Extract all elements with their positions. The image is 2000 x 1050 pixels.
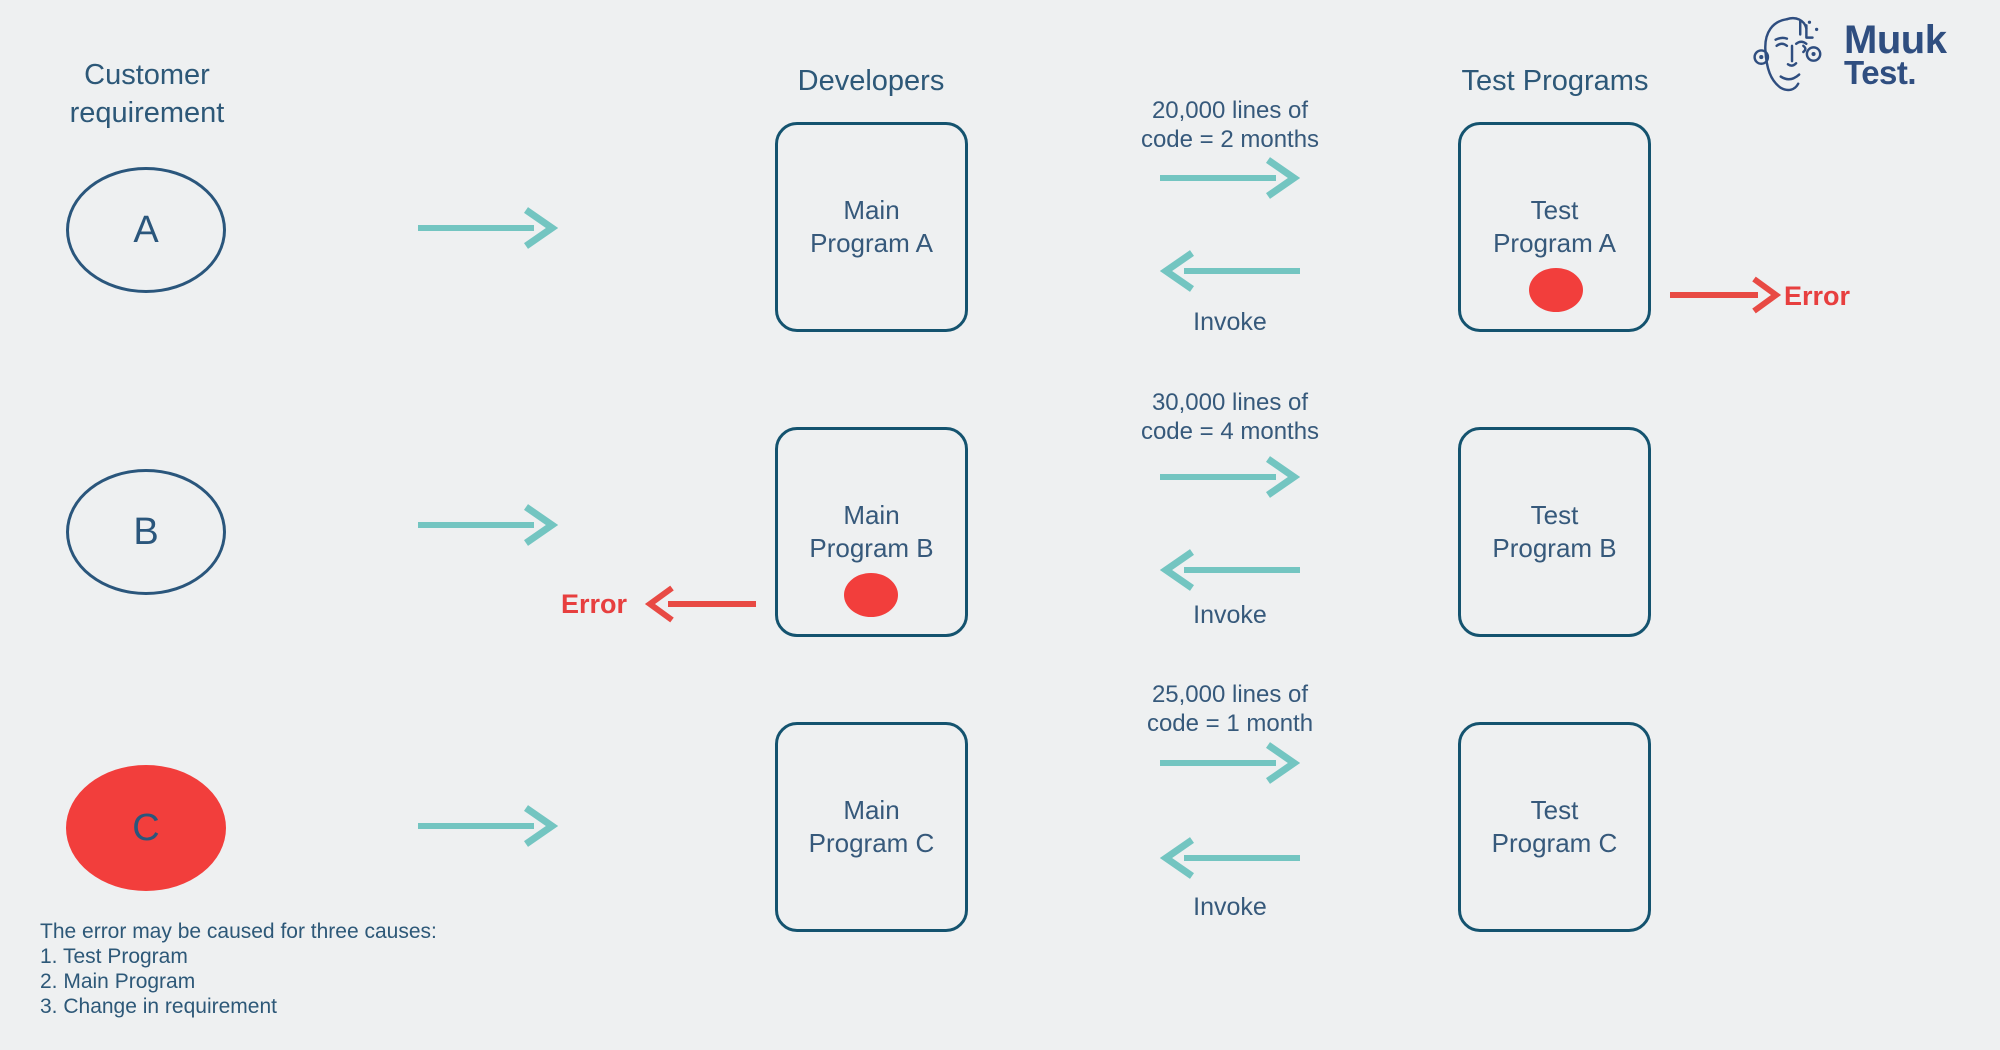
muuktest-wordmark: Muuk Test. xyxy=(1844,18,1947,91)
muuktest-face-icon xyxy=(1753,16,1822,92)
caption-row-a: 20,000 lines of code = 2 months xyxy=(1100,96,1360,154)
caption-row-c-line1: 25,000 lines of xyxy=(1151,681,1309,708)
main-program-c-line2: Program C xyxy=(808,828,935,858)
test-programs-heading: Test Programs xyxy=(1461,65,1649,97)
test-program-b-box: Test Program B xyxy=(1458,427,1651,637)
invoke-label-a: Invoke xyxy=(1193,308,1267,336)
error-causes-note: The error may be caused for three causes… xyxy=(40,919,437,1019)
error-dot-main-program-b xyxy=(844,573,898,617)
requirement-label-a: A xyxy=(133,208,159,251)
main-program-c-line1: Main xyxy=(843,795,900,825)
arrow-dev-a-to-test-icon xyxy=(1160,155,1300,201)
arrow-test-c-invoke-dev-icon xyxy=(1160,835,1300,881)
customer-requirement-heading: Customer requirement xyxy=(69,59,225,129)
test-program-a-box: Test Program A xyxy=(1458,122,1651,332)
main-program-b-line2: Program B xyxy=(809,533,934,563)
main-program-a-line2: Program A xyxy=(810,228,933,258)
note-line-1: The error may be caused for three causes… xyxy=(40,920,437,943)
logo-line1: Muuk xyxy=(1844,18,1947,62)
arrow-requirement-b-to-dev-icon xyxy=(418,502,558,548)
arrow-requirement-a-to-dev-icon xyxy=(418,205,558,251)
requirement-ellipse-c-error: C xyxy=(66,765,226,891)
caption-row-b-line2: code = 4 months xyxy=(1140,418,1320,445)
note-line-2: 1. Test Program xyxy=(40,945,188,968)
arrow-dev-b-to-test-icon xyxy=(1160,454,1300,500)
requirement-label-c: C xyxy=(132,806,160,849)
main-program-b-box: Main Program B xyxy=(775,427,968,637)
invoke-label-c: Invoke xyxy=(1193,893,1267,921)
caption-row-c-line2: code = 1 month xyxy=(1146,710,1314,737)
test-program-c-line1: Test xyxy=(1530,795,1579,825)
test-program-a-line1: Test xyxy=(1530,195,1579,225)
main-program-a-line1: Main xyxy=(843,195,900,225)
test-program-c-line2: Program C xyxy=(1491,828,1618,858)
arrow-dev-c-to-test-icon xyxy=(1160,740,1300,786)
note-line-3: 2. Main Program xyxy=(40,970,196,993)
note-line-4: 3. Change in requirement xyxy=(40,995,277,1018)
arrow-requirement-c-to-dev-icon xyxy=(418,803,558,849)
main-program-c-box: Main Program C xyxy=(775,722,968,932)
error-arrow-test-a-icon xyxy=(1670,275,1782,315)
arrow-test-a-invoke-dev-icon xyxy=(1160,248,1300,294)
error-arrow-main-b-icon xyxy=(644,584,756,624)
logo-line2: Test. xyxy=(1844,54,1917,91)
caption-row-b: 30,000 lines of code = 4 months xyxy=(1100,388,1360,446)
error-dot-test-program-a xyxy=(1529,268,1583,312)
test-program-a-line2: Program A xyxy=(1493,228,1616,258)
caption-row-c: 25,000 lines of code = 1 month xyxy=(1100,680,1360,738)
arrow-test-b-invoke-dev-icon xyxy=(1160,547,1300,593)
requirement-ellipse-a: A xyxy=(66,167,226,293)
test-program-b-line1: Test xyxy=(1530,500,1579,530)
test-program-c-box: Test Program C xyxy=(1458,722,1651,932)
developers-heading: Developers xyxy=(797,65,945,97)
error-label-test-a: Error xyxy=(1784,281,1851,311)
error-label-main-b: Error xyxy=(560,589,628,619)
invoke-label-b: Invoke xyxy=(1193,601,1267,629)
test-program-b-line2: Program B xyxy=(1492,533,1617,563)
caption-row-b-line1: 30,000 lines of xyxy=(1151,389,1309,416)
main-program-a-box: Main Program A xyxy=(775,122,968,332)
muuktest-logo: Muuk Test. xyxy=(1750,12,1947,94)
requirement-ellipse-b: B xyxy=(66,469,226,595)
caption-row-a-line2: code = 2 months xyxy=(1140,126,1320,153)
main-program-b-line1: Main xyxy=(843,500,900,530)
requirement-label-b: B xyxy=(133,510,159,553)
caption-row-a-line1: 20,000 lines of xyxy=(1151,97,1309,124)
